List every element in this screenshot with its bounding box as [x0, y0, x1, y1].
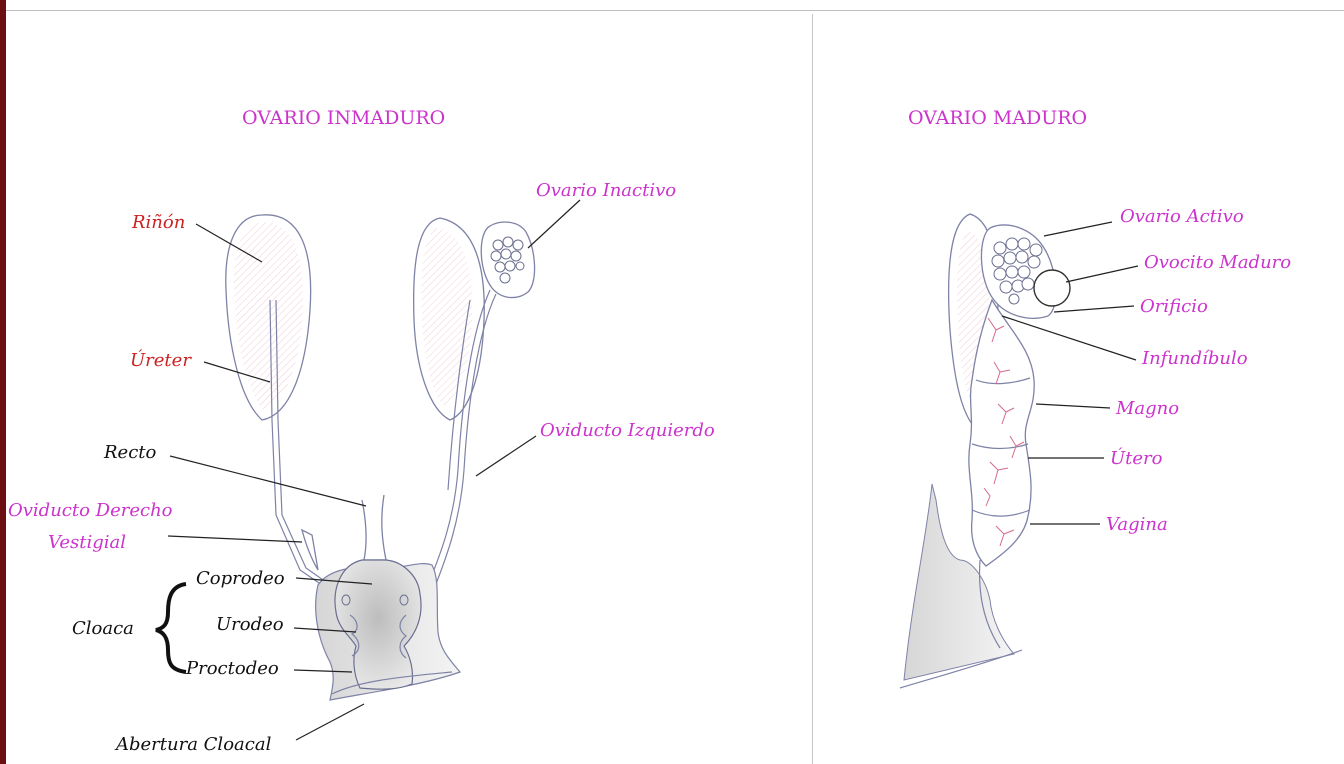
- label-ovario-inactivo: Ovario Inactivo: [536, 180, 676, 201]
- label-oviducto-izquierdo: Oviducto Izquierdo: [540, 420, 715, 441]
- rectum: [362, 495, 386, 560]
- label-magno: Magno: [1115, 398, 1179, 419]
- leader-ovario-inactivo: [528, 200, 580, 248]
- label-ovario-activo: Ovario Activo: [1120, 206, 1244, 227]
- label-vestigial: Vestigial: [48, 532, 126, 553]
- leader-recto: [170, 456, 366, 506]
- label-oviducto-derecho: Oviducto Derecho: [8, 500, 173, 521]
- leader-ovocito-maduro: [1066, 266, 1138, 282]
- leader-abertura-cloacal: [296, 704, 364, 740]
- right-panel-title: OVARIO MADURO: [908, 107, 1087, 129]
- label-urodeo: Urodeo: [216, 614, 284, 635]
- label-coprodeo: Coprodeo: [196, 568, 285, 589]
- label-cloaca: Cloaca: [72, 618, 134, 639]
- cloaca-brace: [156, 584, 186, 672]
- right-panel: OVARIO MADURO: [900, 107, 1291, 688]
- leader-oviducto-izquierdo: [476, 436, 536, 476]
- leader-ovario-activo: [1044, 222, 1112, 236]
- label-ovocito-maduro: Ovocito Maduro: [1144, 252, 1291, 273]
- label-proctodeo: Proctodeo: [185, 658, 279, 679]
- label-utero: Útero: [1110, 446, 1163, 469]
- label-infundibulo: Infundíbulo: [1141, 348, 1248, 369]
- leader-oviducto-derecho: [168, 536, 302, 542]
- label-rinon: Riñón: [131, 212, 185, 233]
- label-abertura-cloacal: Abertura Cloacal: [114, 734, 272, 755]
- inactive-ovary: [481, 222, 534, 298]
- left-panel-title: OVARIO INMADURO: [242, 107, 445, 129]
- label-orificio: Orificio: [1140, 296, 1208, 317]
- left-panel: OVARIO INMADURO: [8, 107, 715, 755]
- leader-magno: [1036, 404, 1110, 408]
- label-recto: Recto: [103, 442, 157, 463]
- leader-orificio: [1054, 306, 1134, 312]
- label-vagina: Vagina: [1106, 514, 1168, 535]
- mature-oocyte: [1034, 270, 1070, 306]
- label-ureter: Úreter: [130, 348, 192, 371]
